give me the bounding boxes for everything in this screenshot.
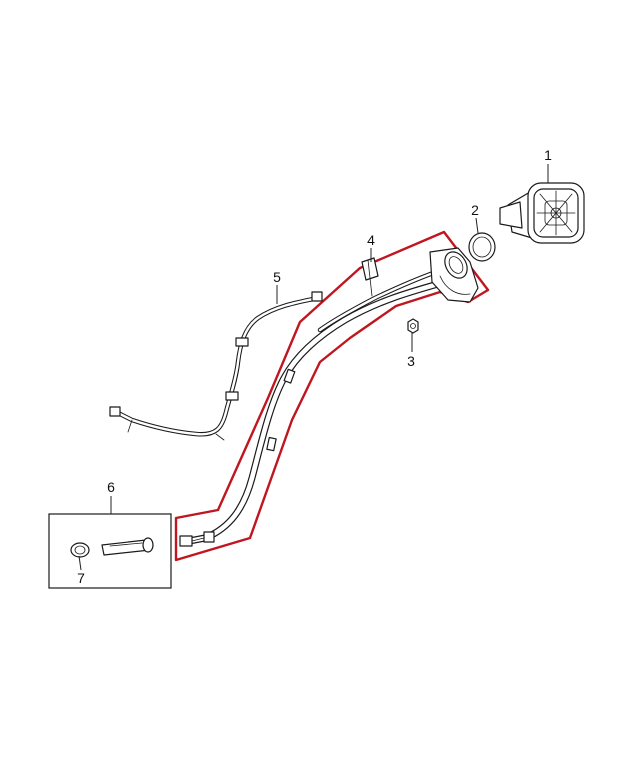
service-kit-box bbox=[48, 513, 172, 589]
callout-6: 6 bbox=[107, 479, 115, 495]
callout-3: 3 bbox=[407, 353, 415, 369]
callout-2: 2 bbox=[471, 202, 479, 218]
callout-1: 1 bbox=[544, 147, 552, 163]
hose-clamp[interactable] bbox=[70, 542, 90, 558]
callout-4: 4 bbox=[367, 232, 375, 248]
leader-2 bbox=[475, 217, 479, 234]
gasket-ring[interactable] bbox=[468, 232, 496, 262]
vent-tube[interactable] bbox=[109, 291, 323, 441]
leader-7 bbox=[78, 555, 82, 571]
fuel-filler-tube[interactable] bbox=[179, 247, 479, 547]
nut[interactable] bbox=[407, 318, 419, 334]
callout-5: 5 bbox=[273, 269, 281, 285]
tube-connector[interactable] bbox=[101, 537, 154, 556]
fuel-door-housing[interactable] bbox=[499, 182, 585, 244]
callout-7: 7 bbox=[77, 570, 85, 586]
